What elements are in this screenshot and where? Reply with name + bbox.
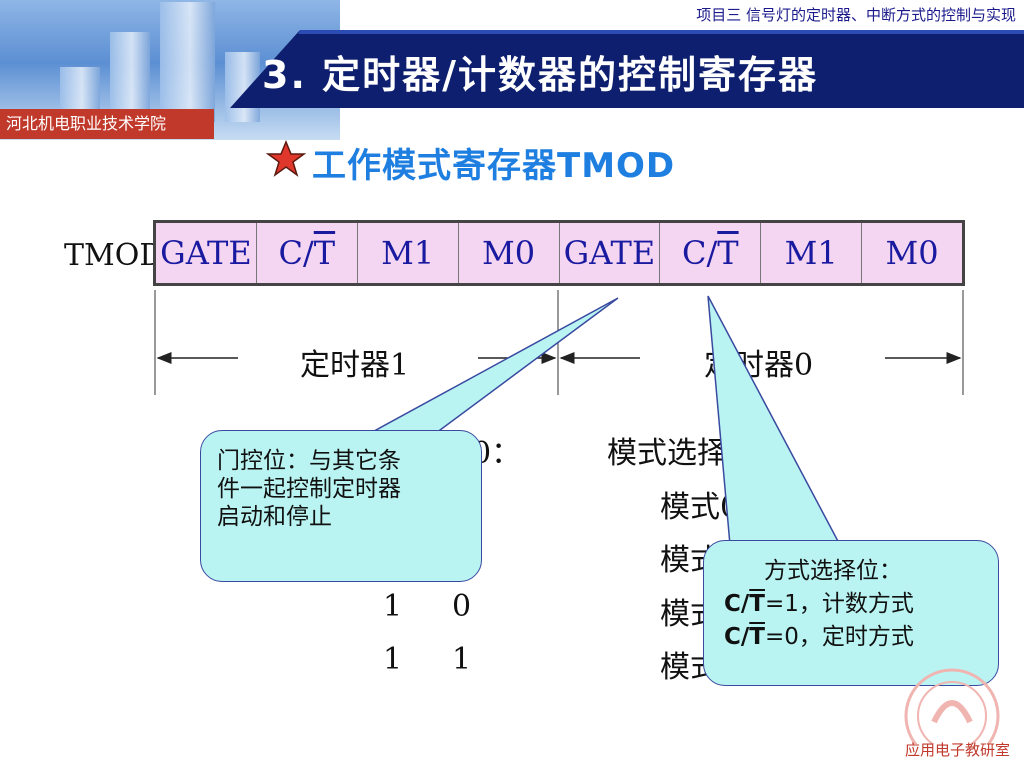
header-band [230, 30, 1024, 108]
gate-callout-line: 件一起控制定时器 [217, 476, 401, 502]
gate-callout-line: 门控位：与其它条 [217, 448, 401, 474]
college-label: 河北机电职业技术学院 [0, 109, 214, 139]
gate-callout-line: 启动和停止 [217, 504, 332, 530]
mode-row-m0: 1 [452, 642, 472, 677]
star-icon [266, 140, 306, 177]
footer-lab: 应用电子教研室 [904, 741, 1010, 759]
gate-callout: 门控位：与其它条 件一起控制定时器 启动和停止 [200, 430, 482, 582]
section-title: 工作模式寄存器TMOD [312, 146, 676, 186]
course-title: 项目三 信号灯的定时器、中断方式的控制与实现 [696, 6, 1016, 24]
bit-m0-0: M0 [885, 234, 939, 272]
bit-m1-0: M1 [761, 223, 863, 283]
mode-row-m0: 0 [452, 589, 472, 624]
mode-row-m1: 1 [383, 589, 403, 624]
ct-callout-line1: C/T=1，计数方式 [724, 591, 914, 617]
bit-ct-1: C/T [257, 223, 358, 283]
ct-callout-title: 方式选择位： [764, 558, 902, 584]
ct-callout-line2: C/T=0，定时方式 [724, 624, 914, 650]
bit-gate-1: GATE [156, 223, 257, 283]
tmod-register: GATE C/T M1 M0 GATE C/T M1 M0 [153, 220, 965, 286]
bit-m0-1: M0 [459, 223, 560, 283]
mode-row-m1: 1 [383, 642, 403, 677]
bit-gate-0: GATE [560, 223, 661, 283]
tmod-label: TMOD [64, 238, 164, 273]
timer1-label: 定时器1 [300, 348, 410, 383]
college-emblem-icon [904, 668, 1000, 744]
slide-title: 3. 定时器/计数器的控制寄存器 [262, 53, 818, 97]
bit-m1-1: M1 [358, 223, 459, 283]
bit-ct-0: C/T [660, 223, 762, 283]
ct-callout: 方式选择位： C/T=1，计数方式 C/T=0，定时方式 [703, 540, 999, 686]
